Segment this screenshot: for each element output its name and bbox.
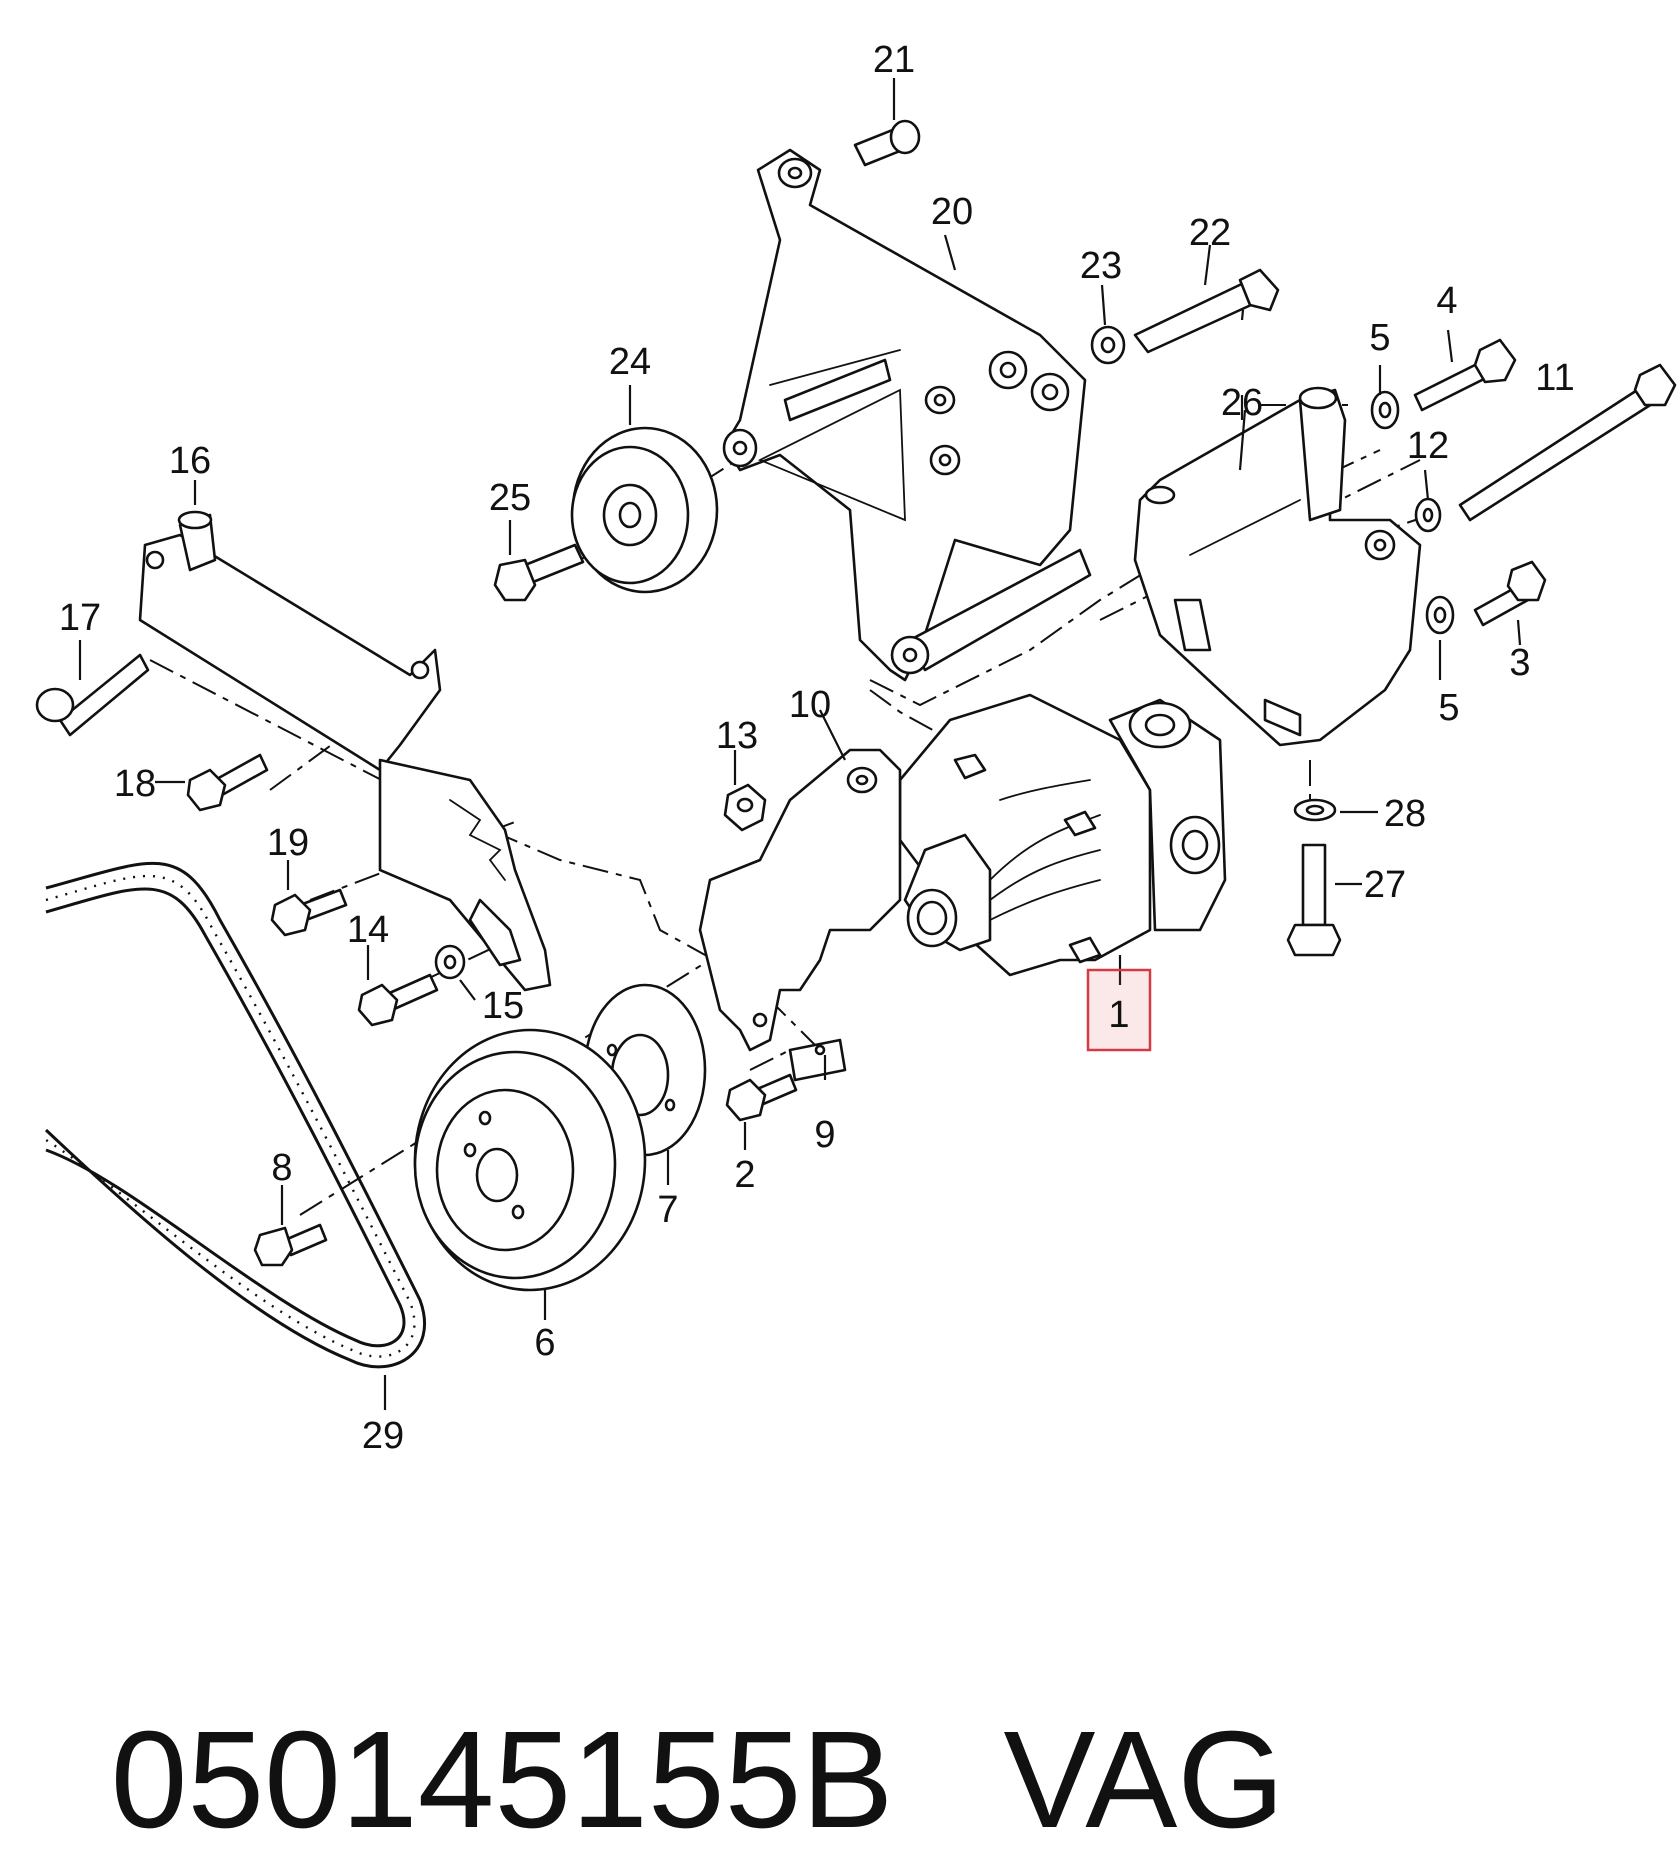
callout-4: 4	[1436, 280, 1457, 322]
callout-13: 13	[716, 715, 758, 757]
callout-18: 18	[114, 763, 156, 805]
leader-lines	[78, 78, 1522, 1410]
bracket-16	[138, 510, 442, 772]
pulley-6	[413, 1028, 647, 1292]
callout-29: 29	[362, 1415, 404, 1457]
callout-5-lower: 5	[1438, 687, 1459, 729]
callout-3: 3	[1509, 642, 1530, 684]
callout-25: 25	[489, 477, 531, 519]
callout-17: 17	[59, 597, 101, 639]
fasteners	[35, 119, 1677, 1267]
brand-name: VAG	[1003, 1703, 1285, 1857]
callout-7: 7	[657, 1189, 678, 1231]
callout-10: 10	[789, 684, 831, 726]
callout-22: 22	[1189, 212, 1231, 254]
idler-pulley-24	[570, 426, 719, 594]
callout-6: 6	[534, 1322, 555, 1364]
bracket-26	[1133, 386, 1422, 747]
part-number: 050145155B	[110, 1703, 894, 1857]
callout-11: 11	[1535, 357, 1574, 399]
exploded-parts-diagram: 1 2 3 4 5 5 6 7 8 9 10 11 12 13 14 15 16…	[35, 39, 1677, 1457]
callout-20: 20	[931, 191, 973, 233]
callout-16: 16	[169, 440, 211, 482]
callout-21: 21	[873, 39, 915, 81]
bracket-10	[698, 748, 902, 1082]
bracket-20	[722, 148, 1092, 682]
callout-15: 15	[482, 985, 524, 1027]
callout-23: 23	[1080, 245, 1122, 287]
callout-labels: 1 2 3 4 5 5 6 7 8 9 10 11 12 13 14 15 16…	[59, 39, 1575, 1457]
callout-8: 8	[271, 1147, 292, 1189]
water-pump-1	[898, 693, 1227, 977]
highlighted-part-box	[1086, 968, 1152, 1052]
callout-19: 19	[267, 822, 309, 864]
callout-5-upper: 5	[1369, 317, 1390, 359]
callout-9: 9	[814, 1114, 835, 1156]
callout-1: 1	[1108, 994, 1129, 1036]
part-caption: 050145155B VAG	[34, 1510, 1285, 1857]
callout-27: 27	[1364, 864, 1406, 906]
callout-2: 2	[734, 1154, 755, 1196]
callout-24: 24	[609, 341, 651, 383]
callout-12: 12	[1407, 425, 1449, 467]
drive-belt	[44, 862, 427, 1369]
tensioner-bracket	[378, 758, 552, 992]
callout-26: 26	[1221, 382, 1263, 424]
callout-28: 28	[1384, 793, 1426, 835]
callout-14: 14	[347, 909, 389, 951]
